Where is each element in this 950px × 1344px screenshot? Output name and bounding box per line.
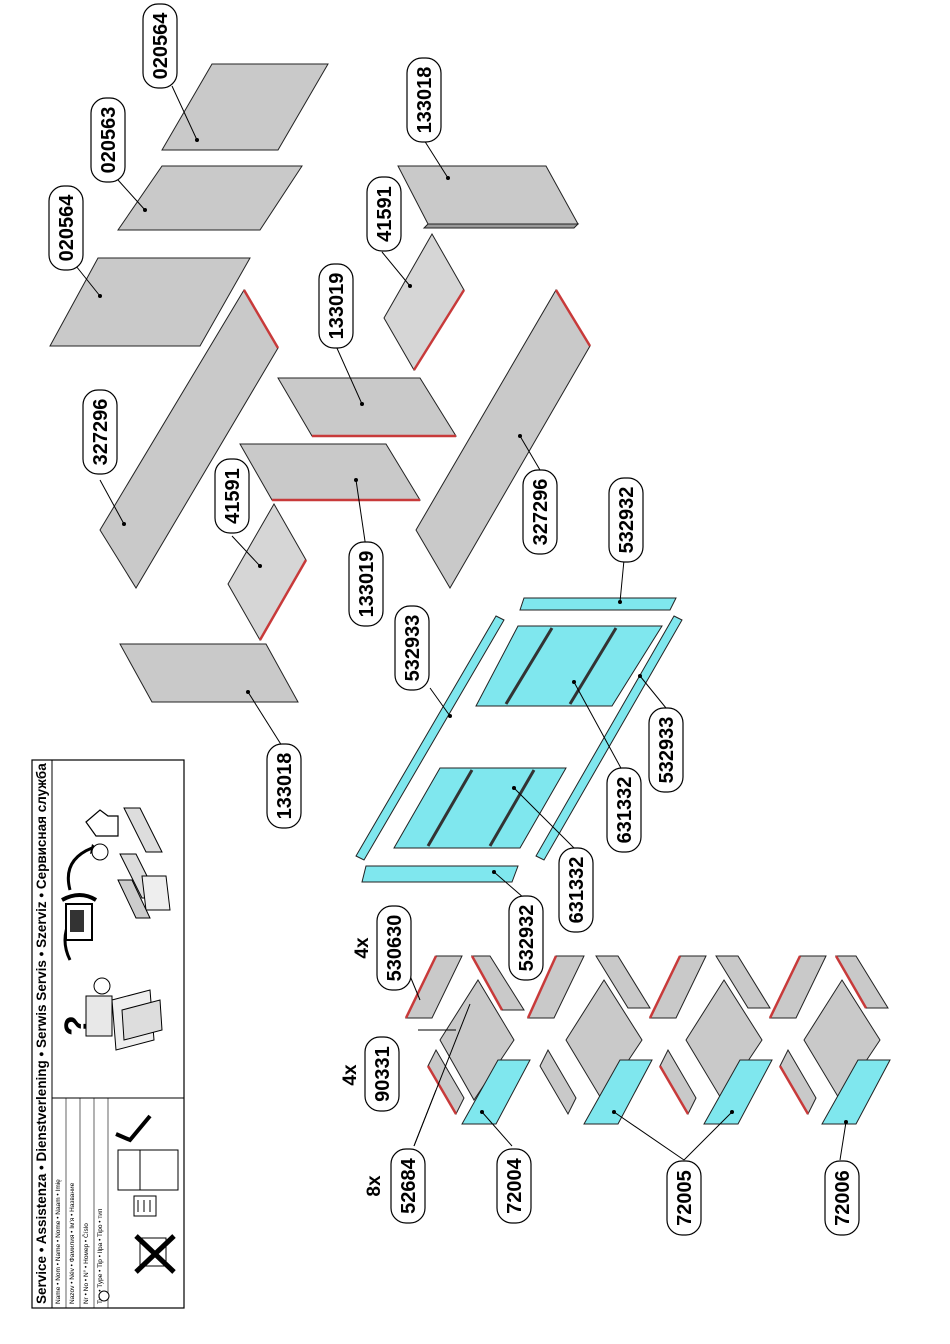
part-code-text: 72006 [832, 1170, 854, 1226]
question-person-icon: ? [58, 989, 163, 1051]
part-label-020564: 020564 [48, 185, 84, 271]
sad-face-icon [93, 977, 111, 995]
part-label-327296: 327296 [522, 469, 558, 555]
part-code-text: 133018 [274, 753, 296, 820]
panel-133018-top [397, 165, 580, 229]
service-title: Service • Assistenza • Dienstverlening •… [34, 763, 49, 1304]
panel-020563 [117, 165, 303, 231]
panel-327296-right [415, 289, 592, 589]
part-label-532933: 532933 [648, 707, 684, 793]
part-code-text: 020564 [56, 194, 78, 262]
part-label-133018: 133018 [266, 743, 302, 829]
panel-133019-lower [239, 443, 421, 502]
part-label-72005: 72005 [666, 1160, 702, 1236]
part-code-text: 90331 [372, 1046, 394, 1102]
door-frame-group [355, 597, 683, 883]
part-label-020564: 020564 [142, 3, 178, 89]
qty-90331: 4x [340, 1064, 361, 1086]
part-label-90331: 90331 [364, 1036, 400, 1112]
part-code-text: 327296 [90, 399, 112, 466]
part-code-text: 52684 [398, 1157, 420, 1213]
no-package-icon [134, 1234, 176, 1274]
phone-icon [61, 893, 98, 941]
service-line-2: Nazov • Név • Фамилия • Ім'я • Название [69, 1182, 76, 1304]
happy-face-icon [91, 843, 109, 861]
part-code-text: 532933 [402, 615, 424, 682]
part-code-text: 020563 [98, 107, 120, 174]
part-labels: 020564 020563 020564 133018 41591 133019 32729… [48, 3, 860, 1236]
part-code-text: 020564 [150, 12, 172, 80]
part-code-text: 532933 [656, 717, 678, 784]
smiley-small-icon [98, 1290, 110, 1302]
panel-41591-mid [227, 502, 308, 642]
panel-327296-left [99, 289, 280, 589]
part-code-text: 631332 [614, 777, 636, 844]
part-label-631332: 631332 [558, 847, 594, 933]
part-label-532933: 532933 [394, 605, 430, 691]
part-label-532932: 532932 [508, 895, 544, 981]
part-code-text: 41591 [374, 186, 396, 242]
part-label-133018: 133018 [406, 57, 442, 143]
part-label-532932: 532932 [608, 477, 644, 563]
panel-020564-top [161, 63, 329, 151]
panel-133019-upper [277, 377, 457, 438]
part-label-530630: 530630 [376, 905, 412, 991]
part-label-72004: 72004 [496, 1148, 532, 1224]
part-code-text: 72004 [504, 1157, 526, 1213]
panel-41591-top [383, 232, 466, 371]
part-label-631332: 631332 [606, 767, 642, 853]
thumbs-up-icon [85, 809, 119, 837]
part-label-41591: 41591 [366, 176, 402, 252]
service-line-1: Name • Nom • Name • Nome • Naam • Imię [55, 1179, 62, 1304]
cabinet-check-icon [115, 1114, 179, 1191]
drawer-parts [404, 955, 891, 1125]
part-label-133019: 133019 [318, 263, 354, 349]
part-label-41591: 41591 [214, 458, 250, 534]
service-box: Service • Assistenza • Dienstverlening •… [31, 759, 185, 1309]
part-label-020563: 020563 [90, 97, 126, 183]
part-code-text: 133019 [356, 551, 378, 618]
part-label-72006: 72006 [824, 1160, 860, 1236]
service-line-4: Typ • Type • Tip • Ilpa • Tipo • тип [97, 1208, 104, 1304]
replacement-panels-icon [117, 807, 171, 919]
part-code-text: 530630 [384, 915, 406, 982]
part-code-text: 532932 [616, 487, 638, 554]
part-label-133019: 133019 [348, 541, 384, 627]
qty-530630: 4x [352, 937, 373, 959]
panel-133018-bottom [119, 643, 299, 703]
part-code-text: 41591 [222, 468, 244, 524]
part-code-text: 72005 [674, 1170, 696, 1226]
part-label-52684: 52684 [390, 1148, 426, 1224]
part-code-text: 133018 [414, 67, 436, 134]
qty-52684: 8x [364, 1175, 385, 1197]
part-code-text: 631332 [566, 857, 588, 924]
part-code-text: 327296 [530, 479, 552, 546]
part-code-text: 133019 [326, 273, 348, 340]
service-line-3: Nr • No • N° • Номер • Číslo [81, 1223, 90, 1304]
part-label-327296: 327296 [82, 389, 118, 475]
part-code-text: 532932 [516, 905, 538, 972]
document-icon [133, 1195, 157, 1217]
